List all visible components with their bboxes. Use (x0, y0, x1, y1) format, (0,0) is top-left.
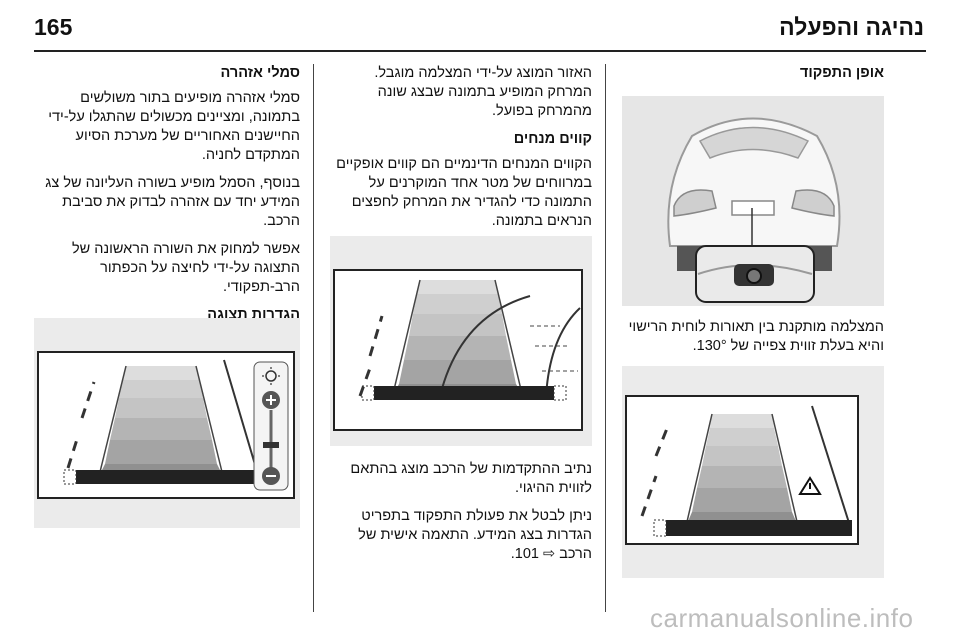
clear-top-line-text: אפשר למחוק את השורה הראשונה של התצוגה על… (71, 241, 300, 295)
trajectory-text: נתיב ההתקדמות של הרכב מוצג בהתאם לזווית … (350, 461, 592, 496)
figure-rear-camera-location (622, 96, 884, 306)
figure-display-settings (34, 318, 300, 528)
camera-caption-text: המצלמה מותקנת בין תאורות לוחית הרישוי וה… (628, 319, 884, 354)
warning-symbols-text: סמלי אזהרה מופיעים בתור משולשים בתמונה, … (48, 90, 300, 163)
column-left: סמלי אזהרה סמלי אזהרה מופיעים בתור משולש… (34, 64, 300, 331)
column-right: אופן התפקוד (622, 64, 884, 89)
figure-caption-camera: המצלמה מותקנת בין תאורות לוחית הרישוי וה… (622, 318, 884, 365)
page-title: נהיגה והפעלה (779, 14, 924, 40)
page-header: 165 נהיגה והפעלה (0, 0, 960, 52)
column-divider-right (605, 64, 606, 612)
watermark: carmanualsonline.info (650, 603, 914, 633)
figure-display-warning (622, 366, 884, 578)
figure-dynamic-guidelines (330, 236, 592, 446)
column-middle: האזור המוצג על-ידי המצלמה מוגבל. המרחק ה… (330, 64, 592, 240)
column-divider-left (313, 64, 314, 612)
section-heading-guidelines: קווים מנחים (513, 131, 592, 147)
page-number: 165 (34, 14, 73, 40)
column-middle-lower: נתיב ההתקדמות של הרכב מוצג בהתאם לזווית … (330, 460, 592, 573)
warning-symbol-top-line-text: בנוסף, הסמל מופיע בשורה העליונה של צג המ… (45, 175, 300, 229)
guidelines-text: הקווים המנחים הדינמיים הם קווים אופקיים … (336, 156, 592, 229)
section-heading-warning-symbols: סמלי אזהרה (220, 65, 300, 81)
header-divider (34, 50, 926, 52)
intro-text: האזור המוצג על-ידי המצלמה מוגבל. המרחק ה… (374, 65, 592, 119)
section-heading-operation: אופן התפקוד (799, 65, 884, 81)
disable-function-text: ניתן לבטל את פעולת התפקוד בתפריט הגדרות … (358, 508, 592, 562)
